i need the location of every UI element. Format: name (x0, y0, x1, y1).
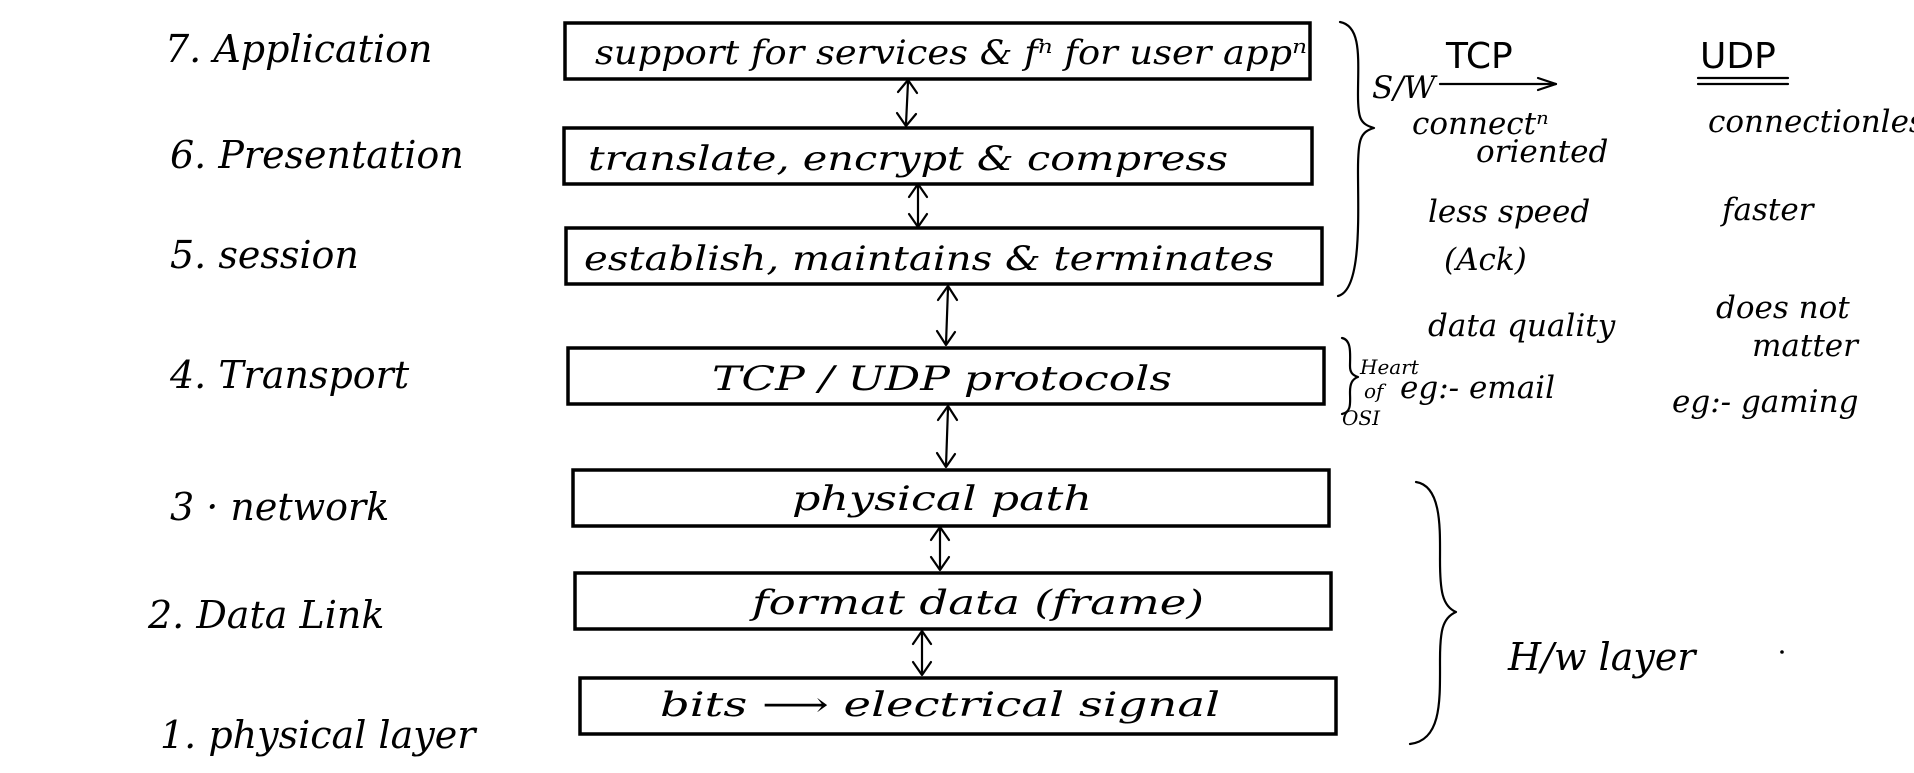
heart-note-line2: of (1364, 379, 1387, 403)
layer-desc-transport: TCP / UDP protocols (712, 359, 1172, 399)
heart-note-line1: Heart (1359, 355, 1420, 379)
udp-header: UDP (1700, 36, 1776, 77)
stray-dot (1780, 650, 1784, 654)
tcp-line2: oriented (1476, 134, 1608, 170)
tcp-line1: connectⁿ (1412, 106, 1549, 142)
double-arrow-icon (895, 78, 919, 128)
layer-label-physical: 1. physical layer (160, 713, 478, 757)
double-arrow-icon (907, 182, 929, 229)
layer-label-application: 7. Application (165, 27, 432, 71)
udp-line3: does not (1716, 290, 1850, 326)
sw-group-label: S/W (1372, 70, 1438, 106)
udp-line1: connectionless (1708, 104, 1914, 140)
layer-labels: 7. Application 6. Presentation 5. sessio… (147, 27, 478, 757)
tcp-line4: (Ack) (1444, 242, 1527, 278)
hw-group-label: H/w layer (1507, 635, 1698, 679)
sw-group-brace (1336, 20, 1376, 298)
layer-box-physical (578, 676, 1338, 736)
udp-line5: eg:- gaming (1672, 384, 1858, 420)
layer-label-network: 3 · network (170, 485, 389, 529)
double-arrow-icon (911, 629, 933, 677)
layer-desc-physical: bits ⟶ electrical signal (660, 685, 1220, 725)
layer-box-application (563, 21, 1312, 81)
layer-box-network (571, 468, 1331, 528)
layer-desc-network: physical path (792, 479, 1092, 519)
tcp-column: TCP connectⁿ oriented less speed (Ack) d… (1400, 36, 1616, 406)
tcp-header: TCP (1445, 36, 1513, 77)
layer-boxes (562, 21, 1338, 736)
layer-desc-data-link: format data (frame) (748, 583, 1204, 623)
udp-column: UDP connectionless faster does not matte… (1672, 36, 1914, 420)
layer-label-data-link: 2. Data Link (147, 593, 384, 637)
udp-line2: faster (1720, 192, 1816, 228)
heart-of-osi-note: Heart of OSI (1342, 355, 1420, 430)
layer-descriptions: support for services & fⁿ for user appⁿ … (584, 33, 1307, 725)
double-arrow-icon (929, 525, 951, 572)
layer-label-presentation: 6. Presentation (170, 133, 464, 177)
tcp-line6: eg:- email (1400, 370, 1555, 406)
layer-desc-session: establish, maintains & terminates (584, 239, 1274, 279)
layer-label-session: 5. session (170, 233, 359, 277)
heart-note-line3: OSI (1342, 406, 1381, 430)
layer-connector-arrows (895, 78, 959, 677)
transport-brace (1340, 336, 1360, 416)
double-arrow-icon (935, 404, 959, 469)
layer-label-transport: 4. Transport (169, 353, 410, 397)
double-arrow-icon (935, 284, 959, 347)
group-braces (1336, 20, 1458, 746)
layer-desc-presentation: translate, encrypt & compress (588, 139, 1228, 179)
layer-box-presentation (562, 126, 1314, 186)
tcp-line3: less speed (1428, 194, 1590, 230)
tcp-line5: data quality (1428, 308, 1616, 344)
udp-line4: matter (1752, 328, 1860, 364)
underline-arrowhead-icon (1536, 76, 1558, 92)
layer-box-transport (566, 346, 1326, 406)
layer-desc-application: support for services & fⁿ for user appⁿ (595, 33, 1307, 73)
layer-box-data-link (573, 571, 1333, 631)
hw-group-brace (1408, 480, 1458, 746)
layer-box-session (564, 226, 1324, 286)
